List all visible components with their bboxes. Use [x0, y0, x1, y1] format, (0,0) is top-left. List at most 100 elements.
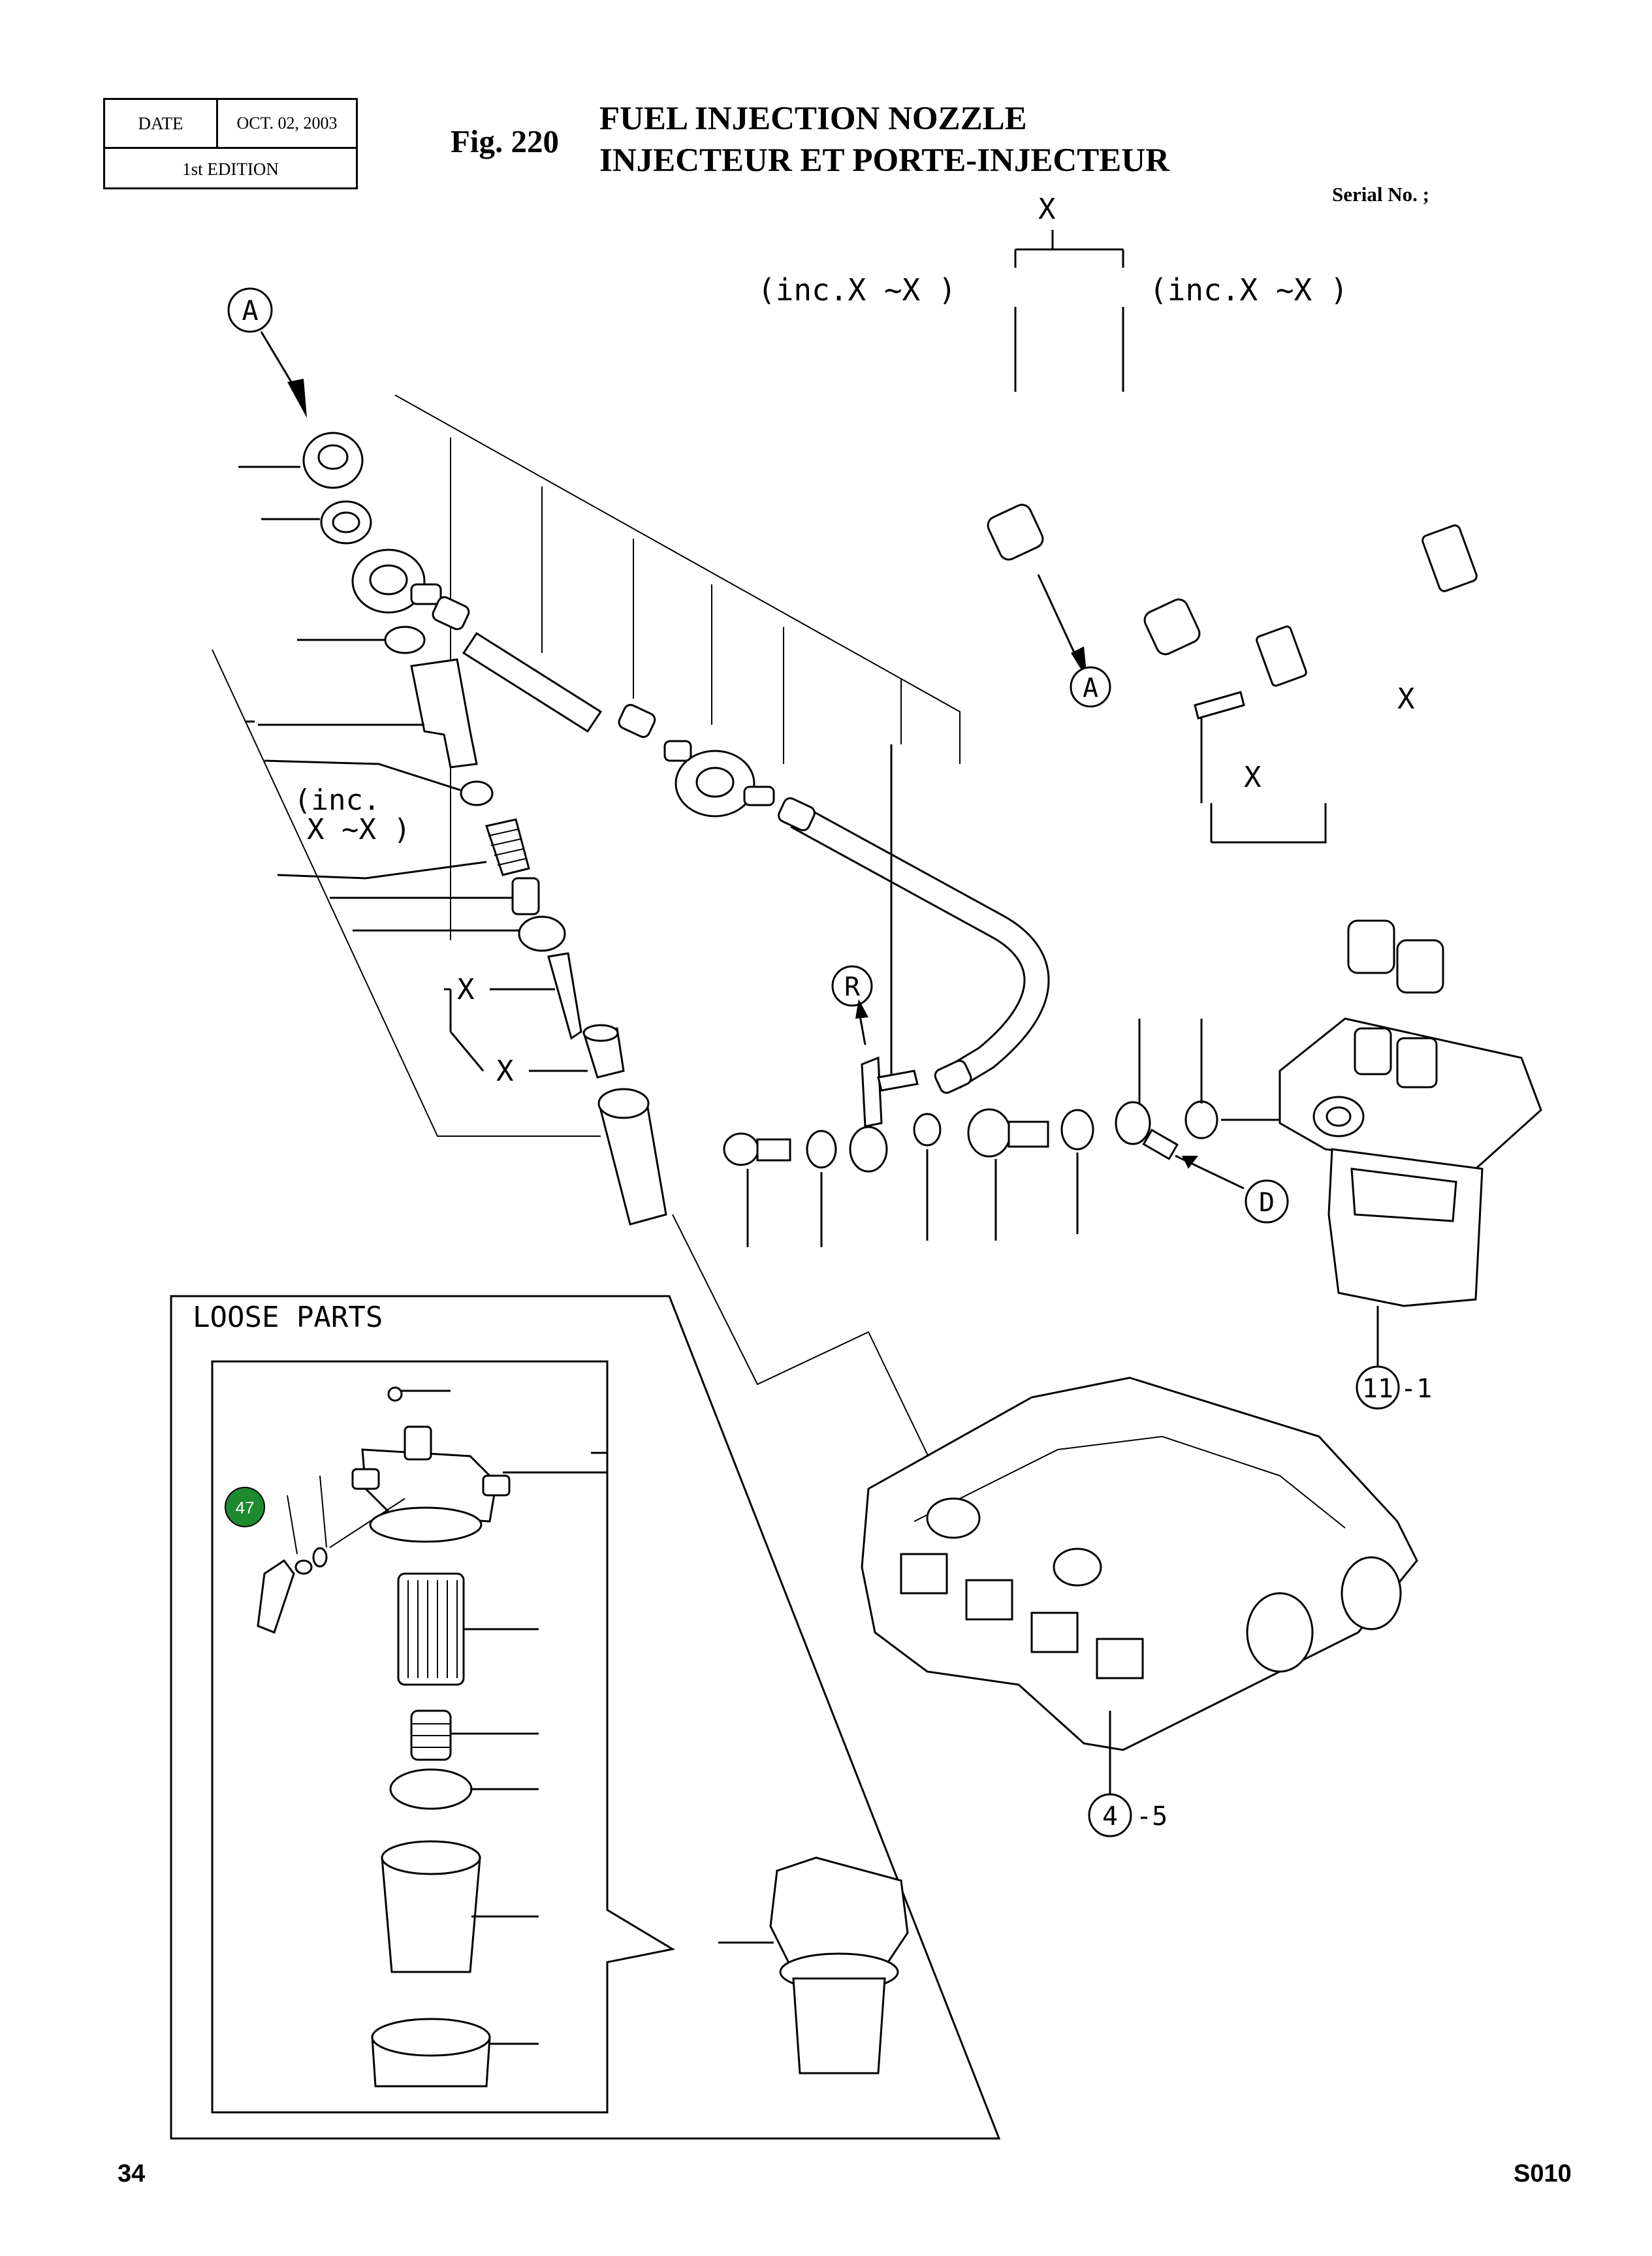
exhaust-port-3 — [1030, 1612, 1079, 1653]
x-nozzle-label-2: X — [496, 1055, 514, 1088]
clamp-bolt — [1194, 691, 1245, 720]
leader-needle — [444, 988, 555, 1032]
cock-o-ring — [312, 1547, 328, 1568]
nozzle-spring-coils — [488, 829, 526, 866]
date-row: DATE OCT. 02, 2003 — [105, 100, 356, 149]
leader-washer-2 — [264, 759, 461, 791]
x-nozzle-label-1: X — [457, 973, 475, 1006]
callout-a-top — [227, 287, 273, 333]
arrow-a-pipe-shaft — [1037, 574, 1079, 660]
exhaust-port-1 — [900, 1553, 948, 1595]
loose-parts-title: LOOSE PARTS — [193, 1301, 383, 1334]
callout-a-top-text: A — [242, 294, 258, 326]
pipe-group-header: X (inc.X ~X ) (inc.X ~X ) — [757, 193, 1348, 392]
nozzle-retaining-nut — [599, 1099, 667, 1226]
hose-clip-2 — [618, 704, 656, 739]
filter-outlet — [482, 1474, 511, 1497]
delivery-valve-holder-1 — [1354, 1027, 1392, 1075]
cylinder-head: 4 -5 — [861, 1376, 1418, 1837]
banjo-2-stub — [743, 786, 775, 806]
banjo-4-stub — [1142, 1128, 1179, 1160]
washer-1-hole — [332, 511, 360, 533]
leader-cock-to-head — [329, 1498, 405, 1548]
callout-a-pipe-text: A — [1083, 673, 1098, 703]
cock-spring — [294, 1559, 313, 1575]
nozzle-bore-1 — [926, 1497, 981, 1539]
fittings-row: D — [723, 1019, 1289, 1247]
clamp-plate — [1256, 626, 1307, 687]
exhaust-port-4 — [1096, 1638, 1144, 1679]
clamp-leaders — [1200, 718, 1327, 844]
pipe-clamp — [1422, 524, 1478, 592]
callout-head-4-text: 4 — [1102, 1802, 1118, 1832]
intake-port-1 — [1246, 1592, 1314, 1673]
date-edition-box: DATE OCT. 02, 2003 1st EDITION — [103, 98, 358, 189]
nozzle-bore-2 — [1053, 1548, 1102, 1587]
inc-label-right: (inc.X ~X ) — [1149, 272, 1348, 308]
loose-parts-section: LOOSE PARTS 47 — [170, 1295, 1001, 2140]
injection-pipes: X X A — [970, 380, 1570, 994]
callout-a-top-group: A — [227, 287, 307, 418]
exhaust-port-2 — [965, 1579, 1013, 1621]
callout-head-4 — [1088, 1793, 1132, 1837]
filter-o-ring — [389, 1768, 473, 1810]
banjo-3 — [849, 1126, 888, 1173]
assembled-filter-bowl — [792, 1977, 886, 2074]
callout-r-text: R — [844, 972, 861, 1002]
callout-pump-suffix: -1 — [1401, 1374, 1432, 1404]
nozzle-tip-top — [582, 1024, 619, 1042]
hose-clip-4 — [934, 1060, 972, 1094]
nozzle-spring — [485, 818, 530, 876]
date-label: DATE — [105, 100, 218, 147]
figure-number: Fig. 220 — [451, 123, 560, 159]
cock-lever — [257, 1559, 295, 1634]
filter-retaining-ring-top — [371, 2018, 491, 2057]
banjo-stub — [410, 583, 442, 605]
return-t-pipe — [861, 1056, 883, 1128]
eye-bolt-shank — [756, 1138, 791, 1162]
arrow-d-head — [1182, 1156, 1198, 1169]
callout-pump-11 — [1356, 1365, 1400, 1410]
banjo-fitting-2-hole — [695, 767, 735, 798]
nozzle-retaining-nut-top — [597, 1088, 650, 1119]
hollow-screw-shank — [1008, 1120, 1049, 1148]
nozzle-needle — [547, 952, 582, 1040]
x-label-bracket: X — [1244, 761, 1262, 794]
stack-frame — [212, 394, 961, 1137]
filter-element-pleats — [407, 1580, 458, 1678]
pipe-nut-1 — [987, 503, 1044, 561]
title-english: FUEL INJECTION NOZZLE — [599, 101, 1027, 137]
delivery-valve-holder-2 — [1396, 1037, 1438, 1088]
edition-label: 1st EDITION — [182, 159, 279, 179]
callout-a-pipe — [1070, 666, 1111, 708]
callout-head-suffix: -5 — [1136, 1802, 1168, 1832]
washer-3 — [806, 1130, 837, 1169]
nozzle-cap-nut-hole — [317, 444, 349, 470]
filter-inlet — [351, 1468, 380, 1490]
x-bracket-top — [1014, 230, 1124, 268]
washer-5 — [1060, 1109, 1094, 1151]
inc-nozzle-label-1: (inc. — [294, 784, 380, 817]
title-french: INJECTEUR ET PORTE-INJECTEUR — [599, 142, 1169, 179]
inc-label-left: (inc.X ~X ) — [757, 272, 957, 308]
pipe-nut-3 — [1347, 919, 1395, 974]
model-code: S010 — [1514, 2160, 1572, 2187]
inc-nozzle-label-2: X ~X ) — [307, 813, 411, 846]
filter-bowl-rim — [381, 1840, 481, 1875]
cylinder-head-top-edge — [913, 1435, 1346, 1529]
callout-r — [831, 965, 873, 1007]
x-top-label: X — [1038, 193, 1056, 226]
arrow-a-top-head — [287, 379, 307, 418]
date-value: OCT. 02, 2003 — [236, 114, 338, 133]
return-hose-assembly: R — [618, 704, 1050, 1128]
pipe-nut-2 — [1143, 598, 1201, 656]
intake-port-2 — [1341, 1556, 1402, 1630]
page-number: 34 — [118, 2160, 146, 2187]
distance-piece — [518, 915, 566, 952]
callout-pump-11-text: 11 — [1362, 1374, 1393, 1404]
callout-d — [1245, 1179, 1289, 1224]
return-hose-short — [462, 631, 603, 733]
banjo-2-stub-left — [663, 740, 692, 762]
banjo-4 — [1115, 1101, 1151, 1145]
